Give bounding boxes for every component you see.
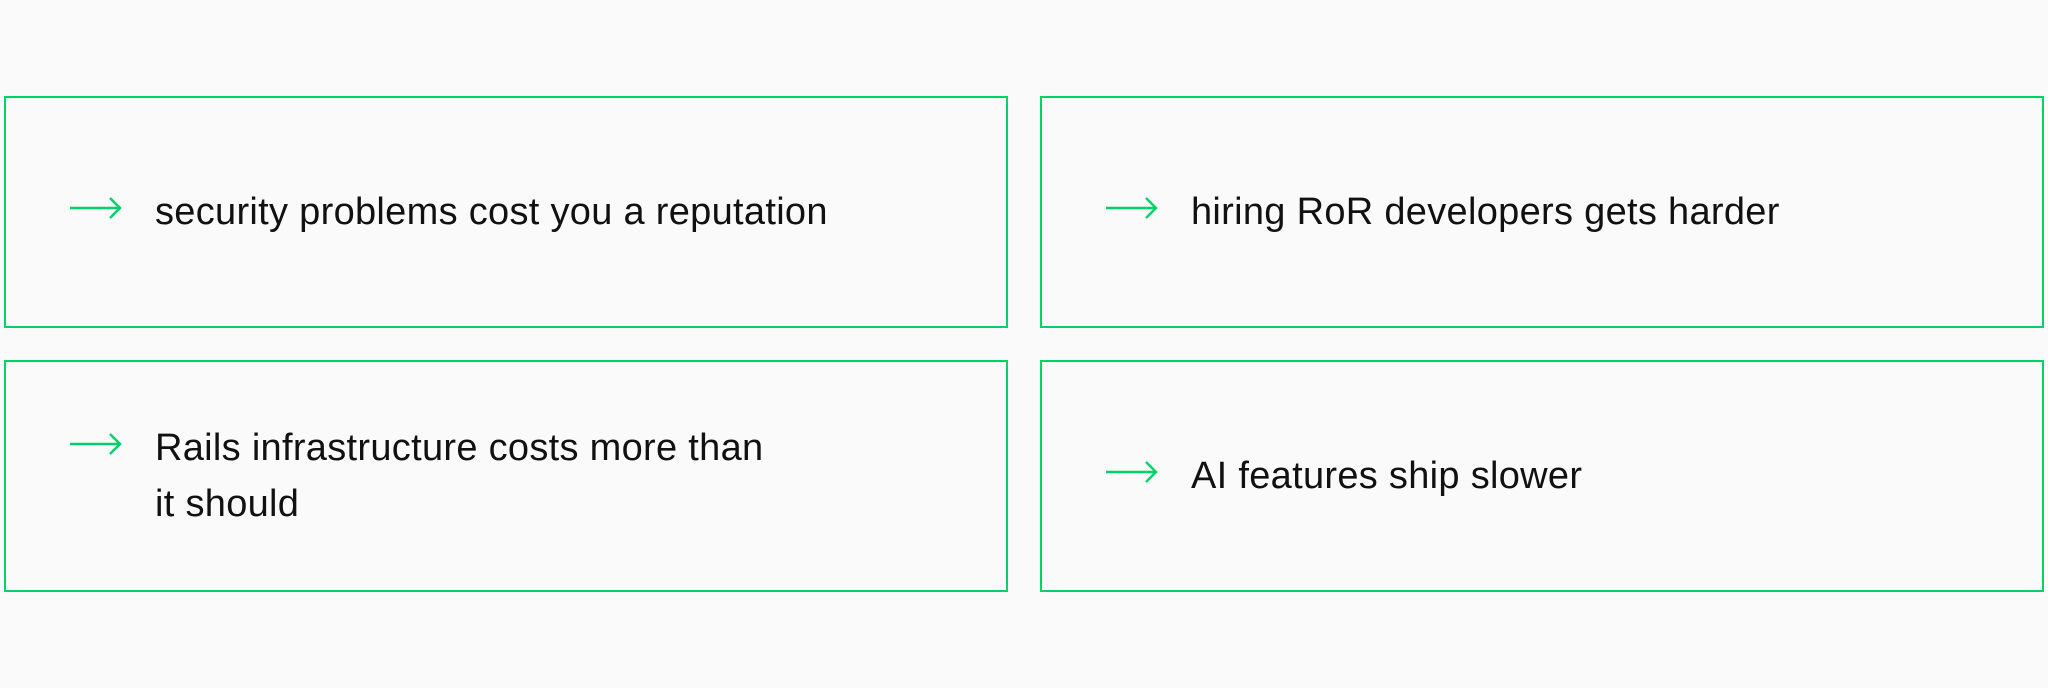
arrow-right-icon: [70, 197, 122, 219]
card-text: hiring RoR developers gets harder: [1191, 191, 1780, 233]
arrow-right-icon: [1106, 197, 1158, 219]
card-text: AI features ship slower: [1191, 455, 1583, 497]
card-infrastructure-costs: Rails infrastructure costs more than it …: [4, 360, 1008, 592]
card-hiring-developers: hiring RoR developers gets harder: [1040, 96, 2044, 328]
arrow-right-icon: [1106, 461, 1158, 483]
arrow-right-icon: [70, 433, 122, 455]
card-text: security problems cost you a reputation: [155, 191, 828, 233]
card-text: Rails infrastructure costs more than it …: [155, 427, 764, 525]
card-ai-features: AI features ship slower: [1040, 360, 2044, 592]
card-security-problems: security problems cost you a reputation: [4, 96, 1008, 328]
